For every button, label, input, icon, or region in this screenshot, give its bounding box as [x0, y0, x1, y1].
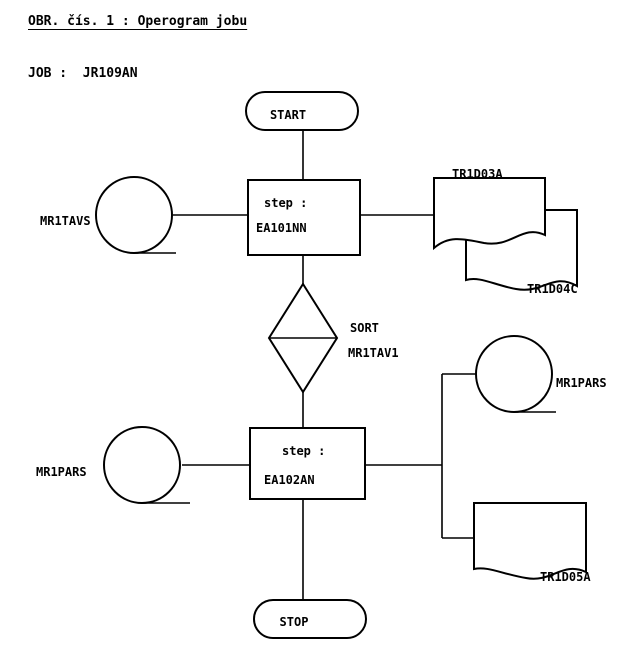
doc-tr1d03a	[433, 177, 546, 251]
sort-name: MR1TAV1	[348, 346, 399, 360]
step2-label: step :	[282, 444, 325, 458]
step1-name: EA101NN	[256, 221, 307, 235]
tape-mr1tavs-label: MR1TAVS	[40, 214, 91, 228]
tape-mr1tavs	[95, 176, 173, 254]
start-terminal	[245, 91, 359, 131]
doc-tr1d03a-label: TR1D03A	[452, 167, 503, 181]
job-line: JOB : JR109AN	[28, 66, 138, 81]
doc-tr1d05a-label: TR1D05A	[540, 570, 591, 584]
tape-mr1pars-out-label: MR1PARS	[556, 376, 607, 390]
doc-tr1d05a	[473, 502, 587, 580]
stop-label: STOP	[280, 615, 309, 629]
job-label: JOB :	[28, 66, 68, 81]
start-label: START	[270, 108, 306, 122]
step2-box	[249, 427, 366, 500]
stop-terminal	[253, 599, 367, 639]
tape-mr1pars-in-label: MR1PARS	[36, 465, 87, 479]
tape-mr1pars-in	[103, 426, 181, 504]
doc-tr1d04c-label: TR1D04C	[527, 282, 578, 296]
step1-label: step :	[264, 196, 307, 210]
sort-label: SORT	[350, 321, 379, 335]
figure-title: OBR. čís. 1 : Operogram jobu	[28, 14, 248, 29]
job-name: JR109AN	[82, 66, 138, 81]
step2-name: EA102AN	[264, 473, 315, 487]
tape-mr1pars-out	[475, 335, 553, 413]
step1-box	[247, 179, 361, 256]
